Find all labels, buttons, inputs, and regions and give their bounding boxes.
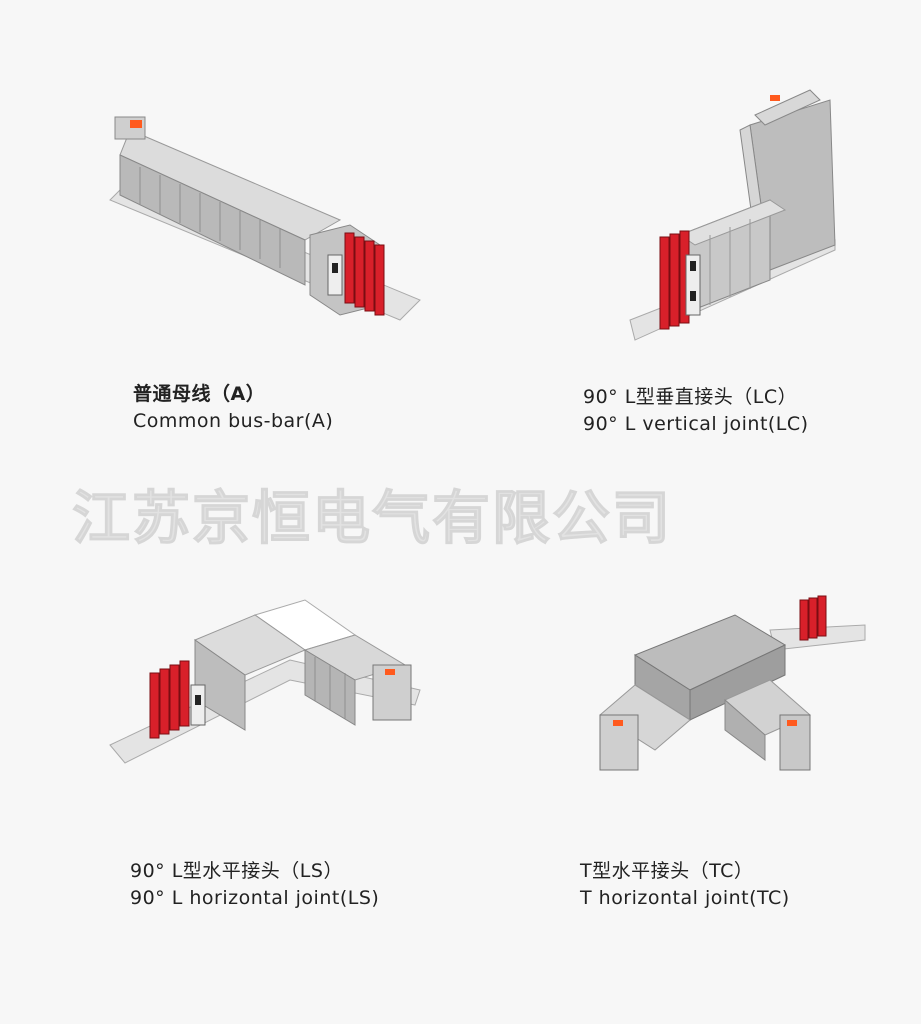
caption-en: T horizontal joint(TC) xyxy=(580,887,790,909)
l-horizontal-joint-illustration xyxy=(109,599,421,764)
caption-zh: 普通母线（A） xyxy=(133,383,266,405)
l-vertical-joint-illustration xyxy=(629,89,836,341)
t-horizontal-joint-illustration xyxy=(599,595,866,771)
company-watermark: 江苏京恒电气有限公司 xyxy=(72,484,673,553)
caption-zh: 90° L型垂直接头（LC） xyxy=(583,386,798,408)
caption-common-busbar: 普通母线（A） Common bus-bar(A) xyxy=(133,381,333,435)
caption-en: 90° L horizontal joint(LS) xyxy=(130,887,380,909)
caption-zh: 90° L型水平接头（LS） xyxy=(130,860,343,882)
caption-t-horizontal-joint: T型水平接头（TC） T horizontal joint(TC) xyxy=(580,858,790,912)
common-busbar-illustration xyxy=(109,116,421,321)
caption-l-vertical-joint: 90° L型垂直接头（LC） 90° L vertical joint(LC) xyxy=(583,384,809,438)
caption-l-horizontal-joint: 90° L型水平接头（LS） 90° L horizontal joint(LS… xyxy=(130,858,379,912)
caption-zh: T型水平接头（TC） xyxy=(580,860,754,882)
caption-en: Common bus-bar(A) xyxy=(133,410,334,432)
caption-en: 90° L vertical joint(LC) xyxy=(583,413,809,435)
